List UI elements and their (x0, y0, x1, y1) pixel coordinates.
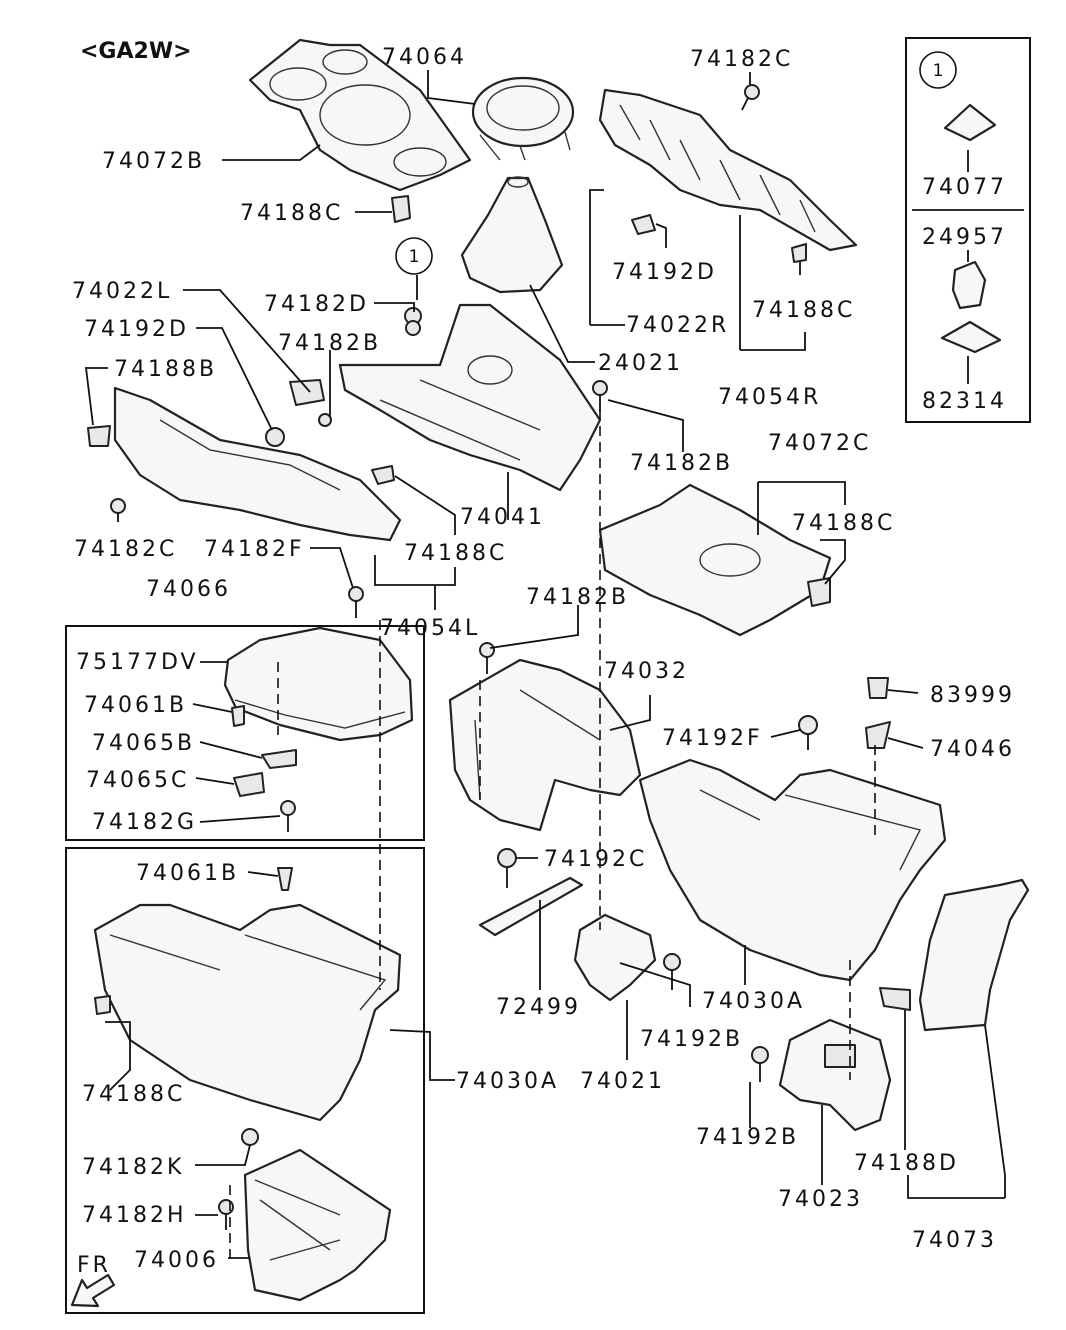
label-74182B-c: 74182B (526, 585, 629, 610)
label-74192C: 74192C (544, 847, 647, 872)
part-74073 (918, 878, 1030, 1032)
label-74188D: 74188D (854, 1151, 959, 1176)
fasteners (87, 84, 1002, 1230)
part-74054R (598, 88, 858, 252)
label-74188C-b: 74188C (792, 511, 895, 536)
label-24957: 24957 (922, 225, 1007, 250)
label-74065B: 74065B (92, 731, 195, 756)
label-74022L: 74022L (72, 279, 172, 304)
part-74041 (338, 303, 602, 492)
label-74182B-b: 74182B (630, 451, 733, 476)
label-74182F: 74182F (204, 537, 305, 562)
leader-lines (84, 70, 1006, 1262)
part-74072C (598, 483, 832, 637)
label-74066: 74066 (146, 577, 231, 602)
label-74046: 74046 (930, 737, 1015, 762)
label-74061B-a: 74061B (84, 693, 187, 718)
label-83999: 83999 (930, 683, 1015, 708)
label-74192B-b: 74192B (696, 1125, 799, 1150)
part-74064 (471, 76, 575, 161)
label-74182G: 74182G (92, 810, 197, 835)
label-74073: 74073 (912, 1228, 997, 1253)
label-74072B: 74072B (102, 149, 205, 174)
part-74032 (448, 658, 642, 832)
label-24021: 24021 (598, 351, 683, 376)
label-74192D-l: 74192D (84, 317, 189, 342)
ref-marker-inset: 1 (919, 51, 957, 89)
part-72499 (478, 876, 584, 937)
label-74030A-r: 74030A (702, 989, 805, 1014)
part-74023 (778, 1018, 892, 1132)
console-group-box (65, 847, 425, 1314)
svg-text:1: 1 (409, 247, 420, 267)
label-74021: 74021 (580, 1069, 665, 1094)
label-74182C-l: 74182C (74, 537, 177, 562)
label-74030A-l: 74030A (456, 1069, 559, 1094)
label-74182D: 74182D (264, 292, 369, 317)
part-74054L (113, 386, 402, 542)
label-75177DV: 75177DV (76, 650, 199, 675)
label-74192F: 74192F (662, 726, 763, 751)
label-74182K: 74182K (82, 1155, 184, 1180)
label-74072C: 74072C (768, 431, 871, 456)
armrest-group-box (65, 625, 425, 841)
label-74192B-a: 74192B (640, 1027, 743, 1052)
label-74065C: 74065C (86, 768, 189, 793)
part-75177DV (223, 626, 414, 742)
ref-marker-main: 1 (395, 237, 433, 275)
label-74182C-top: 74182C (690, 47, 793, 72)
svg-text:1: 1 (933, 61, 944, 81)
label-74192D-r: 74192D (612, 260, 717, 285)
label-72499: 72499 (496, 995, 581, 1020)
label-74182B-a: 74182B (278, 331, 381, 356)
label-74188C-a: 74188C (240, 201, 343, 226)
label-74182H: 74182H (82, 1203, 187, 1228)
label-74054R: 74054R (718, 385, 821, 410)
label-74188B: 74188B (114, 357, 217, 382)
part-74072B (248, 38, 472, 192)
inset-box-ref1 (905, 37, 1031, 423)
label-74006: 74006 (134, 1248, 219, 1273)
part-74006 (243, 1148, 392, 1302)
variant-label: <GA2W> (80, 39, 192, 64)
fr-label: FR (77, 1253, 111, 1278)
label-74032: 74032 (604, 659, 689, 684)
label-74054L: 74054L (380, 616, 480, 641)
part-24021 (460, 176, 564, 294)
label-74041: 74041 (460, 505, 545, 530)
label-74188C-r: 74188C (752, 298, 855, 323)
label-82314: 82314 (922, 389, 1007, 414)
part-74030A-right (638, 758, 947, 982)
label-74188C-d: 74188C (82, 1082, 185, 1107)
label-74061B-b: 74061B (136, 861, 239, 886)
part-74030A-left (93, 903, 402, 1122)
label-74064: 74064 (382, 45, 467, 70)
front-arrow: FR (70, 1253, 116, 1308)
label-74077: 74077 (922, 175, 1007, 200)
label-74188C-c: 74188C (404, 541, 507, 566)
label-74023: 74023 (778, 1187, 863, 1212)
label-74022R: 74022R (626, 313, 729, 338)
part-74021 (573, 913, 657, 1002)
